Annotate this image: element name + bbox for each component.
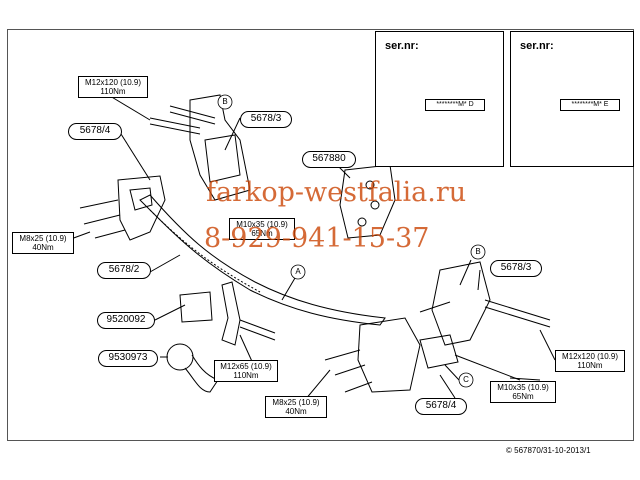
serial-label-2: ser.nr:: [520, 40, 554, 52]
part-upper-bracket: 5678/3: [240, 111, 292, 128]
crossbar-tube: [139, 194, 386, 326]
part-left-bracket: 5678/4: [68, 123, 122, 140]
serial-code-1: ********M* D: [425, 99, 485, 111]
spec-right-top-torque: 110Nm: [577, 361, 603, 370]
callout-b-right-circle: [470, 244, 486, 260]
part-ball-clamp: 9520092: [97, 312, 155, 329]
callout-b-right: B: [475, 247, 481, 256]
spec-right-bottom-torque: 65Nm: [512, 392, 534, 401]
drawing-frame: [7, 29, 634, 441]
spec-right-top-bolt: M12x120 (10.9): [561, 352, 619, 361]
spec-right-bottom-bolt: M10x35 (10.9): [497, 383, 549, 392]
serial-label-1: ser.nr:: [385, 40, 419, 52]
watermark-site: farkop-westfalia.ru: [206, 177, 467, 208]
spec-top-left: M12x120 (10.9) 110Nm: [78, 76, 148, 98]
watermark-phone: 8-929-941-15-37: [204, 223, 430, 254]
serial-code-2: ********M* E: [560, 99, 620, 111]
spec-ball-mount-bolt: M12x65 (10.9): [220, 362, 272, 371]
spec-left-torque: 40Nm: [32, 243, 54, 252]
spec-right-bottom: M10x35 (10.9) 65Nm: [490, 381, 556, 403]
spec-bottom: M8x25 (10.9) 40Nm: [265, 396, 327, 418]
spec-top-left-torque: 110Nm: [100, 87, 126, 96]
callout-b-top: B: [222, 97, 228, 106]
spec-left-bolt: M8x25 (10.9): [19, 234, 67, 243]
callout-b-top-circle: [217, 94, 233, 110]
spec-right-top: M12x120 (10.9) 110Nm: [555, 350, 625, 372]
right-bracket-shape: [431, 261, 491, 346]
tow-ball: [166, 343, 194, 371]
spec-bottom-torque: 40Nm: [285, 407, 307, 416]
spec-bottom-bolt: M8x25 (10.9): [272, 398, 320, 407]
spec-ball-mount: M12x65 (10.9) 110Nm: [214, 360, 278, 382]
ball-mount-neck: [221, 281, 241, 346]
callout-a-circle: [290, 264, 306, 280]
spec-top-left-bolt: M12x120 (10.9): [84, 78, 142, 87]
spec-center-torque: 65Nm: [251, 229, 273, 238]
copyright-text: © 567870/31-10-2013/1: [506, 446, 591, 455]
spec-center: M10x35 (10.9) 65Nm: [229, 218, 295, 240]
callout-c-circle: [458, 372, 474, 388]
spec-center-bolt: M10x35 (10.9): [236, 220, 288, 229]
left-bracket-shape: [117, 175, 166, 241]
part-ball: 9530973: [98, 350, 158, 367]
part-right-bracket-bottom: 5678/4: [415, 398, 467, 415]
part-side-member: 5678/2: [97, 262, 151, 279]
spec-left: M8x25 (10.9) 40Nm: [12, 232, 74, 254]
part-right-bracket-top: 5678/3: [490, 260, 542, 277]
spec-ball-mount-torque: 110Nm: [233, 371, 259, 380]
callout-a: A: [295, 267, 301, 276]
callout-c: C: [463, 375, 469, 384]
part-socket-plate: 567880: [302, 151, 356, 168]
